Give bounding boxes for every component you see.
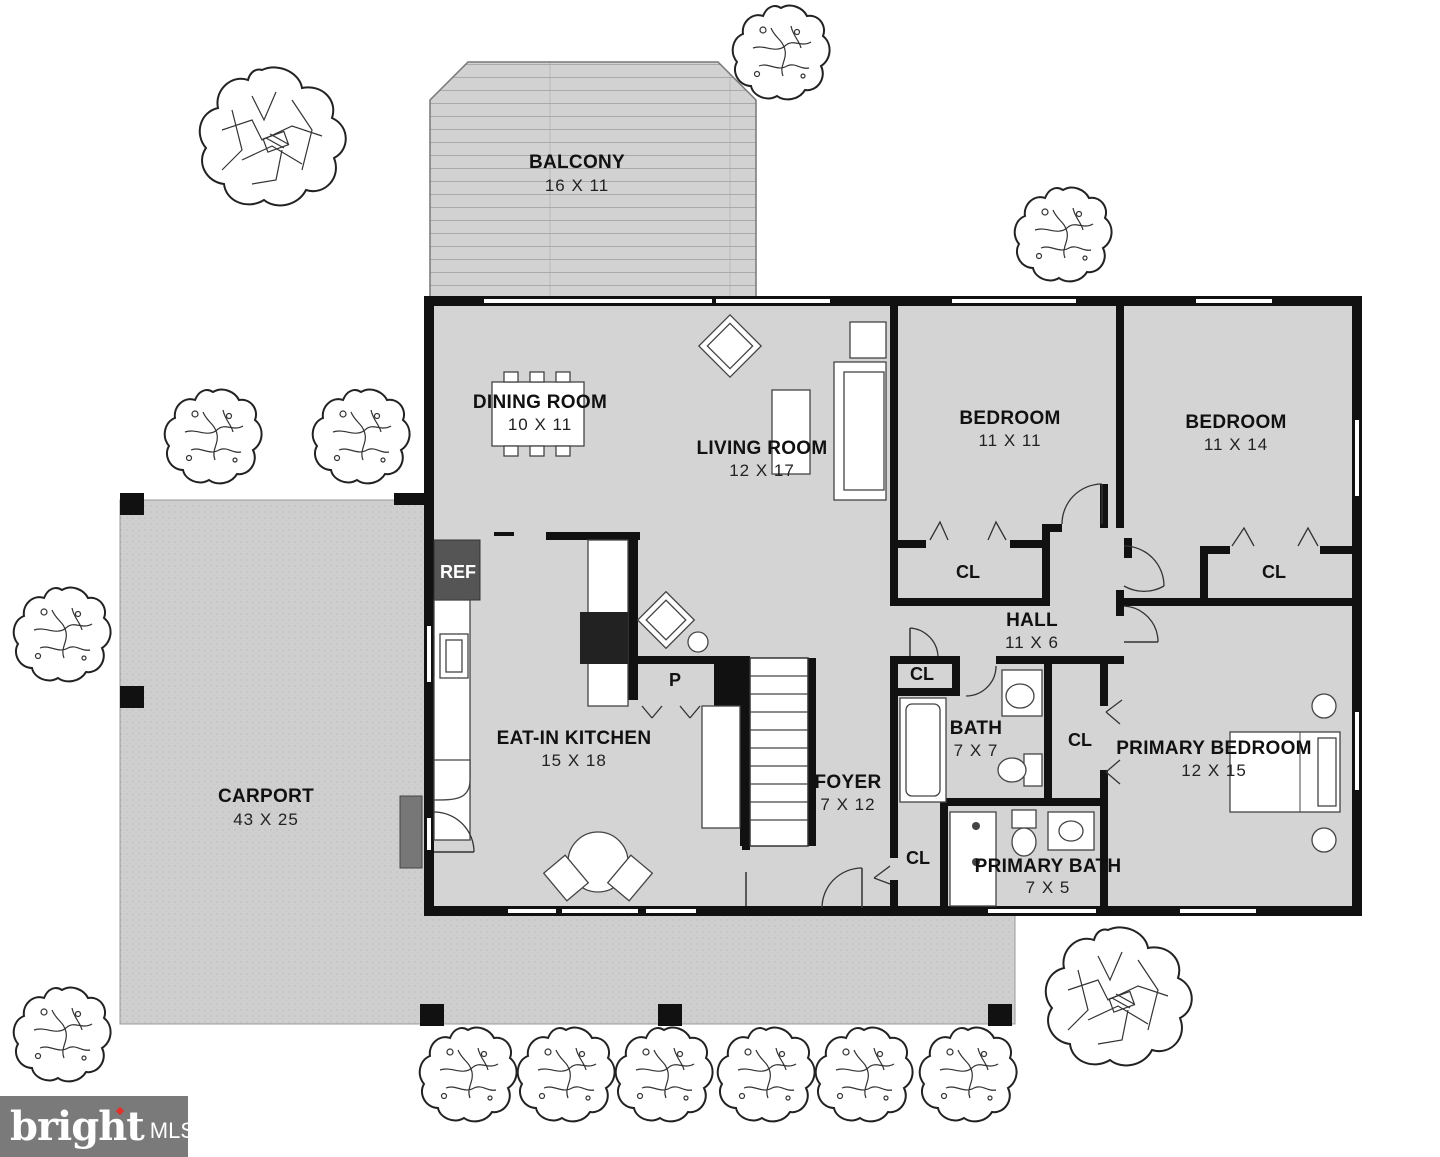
bath-dim: 7 X 7 — [954, 741, 999, 760]
living-room-dim: 12 X 17 — [729, 461, 795, 480]
tree-icon — [1013, 186, 1113, 283]
primary-bedroom-name: PRIMARY BEDROOM — [1116, 738, 1312, 759]
closet-label-foyer: CL — [906, 848, 930, 868]
windows — [427, 299, 1359, 913]
tree-icon — [716, 1026, 816, 1123]
balcony-dim: 16 X 11 — [545, 176, 609, 195]
tree-icon — [814, 1026, 914, 1123]
mls-watermark: bright MLS — [0, 1096, 195, 1157]
primary-bedroom-dim: 12 X 15 — [1181, 761, 1247, 780]
doors — [433, 483, 1319, 909]
closet-label-hall: CL — [910, 664, 934, 684]
tree-icon — [614, 1026, 714, 1123]
dining-room-name: DINING ROOM — [473, 392, 607, 413]
kitchen-dim: 15 X 18 — [541, 751, 607, 770]
tree-icon — [12, 586, 112, 683]
tree-icon — [198, 66, 347, 207]
bedroom-1-dim: 11 X 11 — [978, 431, 1041, 450]
primary-bath-dim: 7 X 5 — [1026, 878, 1071, 897]
tree-icon — [731, 4, 831, 101]
balcony-name: BALCONY — [529, 152, 625, 173]
tree-icon — [12, 986, 112, 1083]
room-labels: BALCONY 16 X 11 DINING ROOM 10 X 11 LIVI… — [218, 152, 1312, 897]
tree-icon — [1044, 926, 1193, 1067]
carport-name: CARPORT — [218, 786, 314, 807]
pantry-label: P — [669, 670, 681, 690]
kitchen-name: EAT-IN KITCHEN — [497, 728, 652, 749]
tree-icon — [418, 1026, 518, 1123]
closet-label-bedroom-1: CL — [956, 562, 980, 582]
watermark-suffix: MLS — [149, 1117, 196, 1143]
bath-fixtures — [899, 669, 1095, 907]
hall-name: HALL — [1006, 610, 1058, 631]
interior-walls — [494, 300, 1358, 910]
primary-bed-icon — [1229, 693, 1341, 853]
tree-icon — [516, 1026, 616, 1123]
closet-label-primary: CL — [1068, 730, 1092, 750]
tree-icon — [163, 388, 263, 485]
carport-posts — [120, 493, 1012, 1026]
staircase — [749, 657, 809, 847]
living-room-name: LIVING ROOM — [696, 438, 827, 459]
tree-icon — [918, 1026, 1018, 1123]
foyer-name: FOYER — [815, 772, 882, 793]
tree-icon — [311, 388, 411, 485]
bedroom-2-dim: 11 X 14 — [1204, 435, 1268, 454]
carport-dim: 43 X 25 — [233, 810, 299, 829]
bedroom-2-name: BEDROOM — [1185, 412, 1286, 433]
dining-table-icon — [491, 371, 585, 457]
bath-name: BATH — [950, 718, 1003, 739]
bedroom-1-name: BEDROOM — [959, 408, 1060, 429]
closet-label-bedroom-2: CL — [1262, 562, 1286, 582]
dining-room-dim: 10 X 11 — [508, 415, 572, 434]
living-furniture — [697, 313, 887, 501]
hall-dim: 11 X 6 — [1005, 633, 1059, 652]
foyer-dim: 7 X 12 — [820, 795, 875, 814]
primary-bath-name: PRIMARY BATH — [975, 856, 1122, 877]
kitchen-fixtures — [399, 539, 741, 902]
refrigerator-label: REF — [440, 562, 476, 582]
